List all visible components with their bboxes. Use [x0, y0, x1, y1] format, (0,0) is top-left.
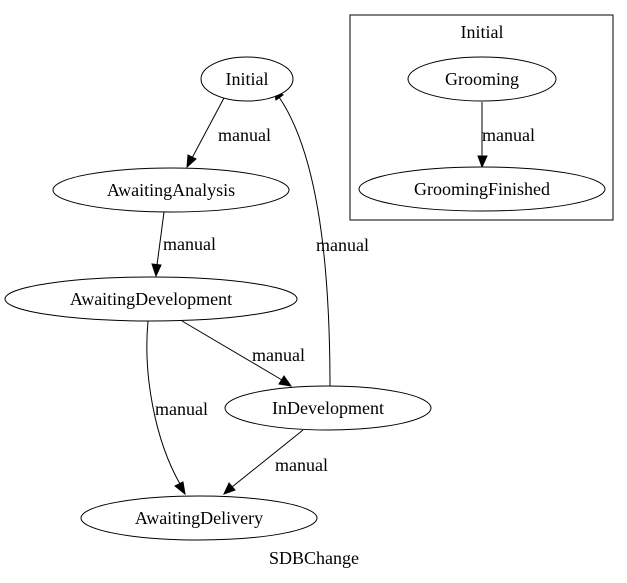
edge-line	[146, 320, 181, 485]
edge-line	[231, 429, 304, 488]
arrow-head	[223, 482, 236, 495]
node-shape	[407, 56, 557, 102]
arrow-head	[151, 263, 162, 278]
node-awaiting-delivery[interactable]: AwaitingDelivery	[80, 495, 318, 541]
edge-indevelopment-to-initial: manual	[273, 86, 369, 388]
arrow-head	[174, 481, 186, 496]
node-awaiting-development[interactable]: AwaitingDevelopment	[4, 276, 298, 322]
cluster-initial: Initial	[349, 14, 614, 221]
node-in-development[interactable]: InDevelopment	[224, 385, 432, 431]
node-shape	[358, 166, 606, 212]
cluster-border	[349, 14, 614, 221]
edge-label: manual	[482, 125, 535, 145]
edge-line	[181, 320, 283, 381]
edge-development-to-indevelopment: manual	[181, 320, 305, 387]
node-shape	[80, 495, 318, 541]
arrow-head	[477, 155, 488, 169]
node-label: AwaitingDevelopment	[70, 289, 232, 309]
arrow-head	[278, 375, 293, 387]
node-grooming[interactable]: Grooming	[407, 56, 557, 102]
edge-analysis-to-development: manual	[151, 211, 216, 278]
edge-label: manual	[252, 345, 305, 365]
edge-line	[156, 211, 165, 266]
edge-label: manual	[275, 455, 328, 475]
node-label: GroomingFinished	[414, 179, 550, 199]
node-shape	[4, 276, 298, 322]
node-shape	[200, 56, 294, 102]
edge-line	[191, 97, 225, 159]
node-initial[interactable]: Initial	[200, 56, 294, 102]
edge-label: manual	[163, 234, 216, 254]
graph-label: SDBChange	[269, 548, 359, 568]
node-label: InDevelopment	[272, 398, 384, 418]
node-label: AwaitingDelivery	[135, 508, 263, 528]
cluster-label: Initial	[461, 22, 504, 42]
node-grooming-finished[interactable]: GroomingFinished	[358, 166, 606, 212]
node-label: Grooming	[445, 69, 519, 89]
node-awaiting-analysis[interactable]: AwaitingAnalysis	[52, 167, 290, 213]
edge-label: manual	[316, 235, 369, 255]
edge-label: manual	[218, 125, 271, 145]
edge-grooming-to-finished: manual	[477, 102, 535, 169]
edge-development-to-delivery: manual	[146, 320, 208, 496]
node-shape	[52, 167, 290, 213]
edge-label: manual	[155, 399, 208, 419]
node-label: AwaitingAnalysis	[107, 180, 235, 200]
node-shape	[224, 385, 432, 431]
node-label: Initial	[226, 69, 269, 89]
edge-initial-to-analysis: manual	[186, 97, 271, 169]
arrow-head	[186, 154, 197, 169]
edge-line	[278, 96, 331, 388]
edge-indevelopment-to-delivery: manual	[223, 429, 328, 495]
